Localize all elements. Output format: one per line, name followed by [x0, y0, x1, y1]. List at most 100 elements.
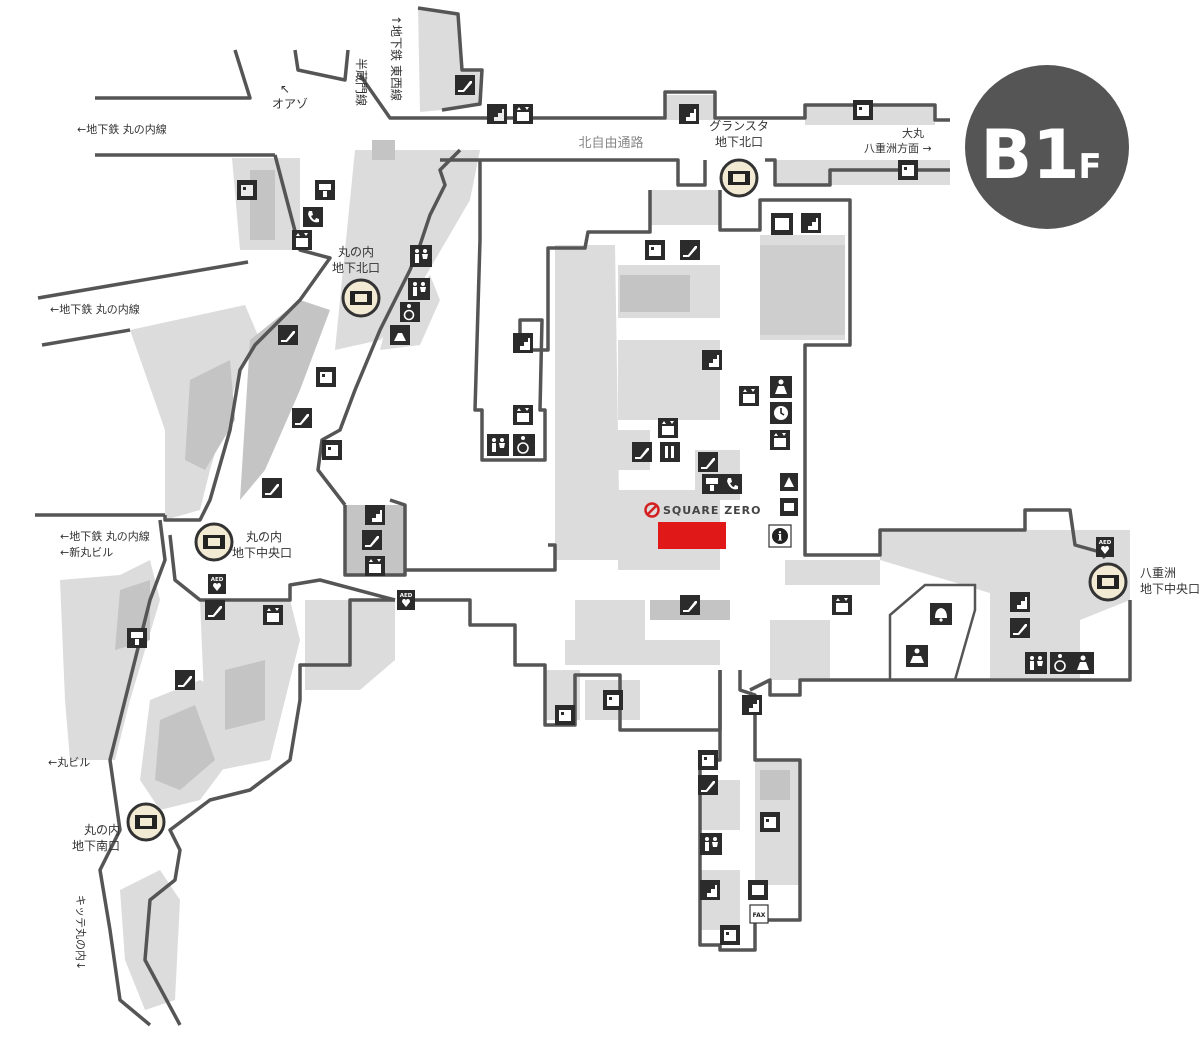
square-zero-highlight[interactable] [658, 522, 726, 549]
wheelchair-icon[interactable] [400, 302, 420, 322]
gate-gransta-kita-line1: グランスタ [709, 119, 769, 133]
stairs-icon[interactable] [365, 505, 385, 525]
marunouchi-line-top: ←地下鉄 丸の内線 [77, 122, 167, 136]
coin-locker-icon[interactable] [898, 160, 918, 180]
chair-lift-icon[interactable] [771, 213, 793, 235]
kitte-label: キッテ丸の内↓ [74, 895, 88, 970]
stairs-icon[interactable] [801, 213, 821, 233]
gate-marunouchi-kita[interactable]: 丸の内 地下北口 [332, 245, 381, 318]
fax-label: FAX [753, 912, 766, 919]
stairs-icon[interactable] [1010, 592, 1030, 612]
ticket-machine-icon[interactable] [127, 628, 147, 648]
coin-locker-icon[interactable] [760, 812, 780, 832]
gate-yaesu-chuo-line2: 地下中央口 [1140, 581, 1200, 596]
escalator-icon[interactable] [362, 530, 382, 550]
stairs-icon[interactable] [700, 880, 720, 900]
gate-gransta-kita-line2: 地下北口 [715, 135, 763, 149]
shin-maru-label: ←新丸ビル [60, 545, 113, 559]
stairs-icon[interactable] [679, 104, 699, 124]
service-counter-icon[interactable] [906, 645, 928, 667]
toilet-icon[interactable] [700, 833, 722, 855]
gate-marunouchi-chuo-line1: 丸の内 [246, 530, 282, 544]
chair-lift-icon[interactable] [748, 880, 768, 900]
toilet-icon[interactable] [487, 434, 509, 456]
toilet-icon[interactable] [408, 278, 430, 300]
escalator-icon[interactable] [698, 775, 718, 795]
escalator-icon[interactable] [262, 478, 282, 498]
atm-icon[interactable] [780, 498, 798, 516]
marunouchi-line-low: ←地下鉄 丸の内線 [60, 529, 150, 543]
elevator-icon[interactable] [292, 230, 312, 250]
coin-locker-icon[interactable] [237, 180, 257, 200]
stairs-icon[interactable] [513, 333, 533, 353]
elevator-icon[interactable] [832, 595, 852, 615]
gate-gransta-kita[interactable]: グランスタ 地下北口 [709, 119, 769, 198]
escalator-icon[interactable] [680, 595, 700, 615]
escalator-icon[interactable] [455, 75, 475, 95]
phone-icon[interactable] [303, 207, 323, 227]
escalator-icon[interactable] [175, 670, 195, 690]
aed-label: AED [400, 593, 413, 599]
aed-icon[interactable]: AED [208, 574, 226, 594]
gate-marunouchi-minami[interactable]: 丸の内 地下南口 [72, 802, 166, 853]
elevator-icon[interactable] [513, 405, 533, 425]
gate-marunouchi-kita-line2: 地下北口 [332, 261, 380, 275]
gate-marunouchi-chuo-line2: 地下中央口 [232, 545, 292, 560]
bell-icon[interactable] [930, 603, 952, 625]
aed-icon[interactable]: AED [1096, 537, 1114, 557]
escalator-icon[interactable] [698, 452, 718, 472]
info-letter: i [778, 530, 783, 544]
oazo-label: オアゾ [272, 97, 308, 111]
fax-icon[interactable]: FAX [749, 904, 769, 924]
wheelchair-icon[interactable] [1050, 652, 1072, 674]
coin-locker-icon[interactable] [322, 440, 342, 460]
nursing-room-icon[interactable] [1072, 652, 1094, 674]
escalator-icon[interactable] [680, 240, 700, 260]
escalator-icon[interactable] [632, 442, 652, 462]
toilet-icon[interactable] [410, 245, 432, 267]
coin-locker-icon[interactable] [853, 100, 873, 120]
coin-locker-icon[interactable] [698, 750, 718, 770]
stairs-icon[interactable] [702, 350, 722, 370]
escalator-icon[interactable] [292, 408, 312, 428]
clock-icon [770, 402, 792, 424]
coin-locker-icon[interactable] [555, 705, 575, 725]
escalator-icon[interactable] [205, 600, 225, 620]
nursing-room-icon[interactable] [770, 376, 792, 398]
gate-yaesu-chuo[interactable]: 八重洲 地下中央口 [1088, 562, 1200, 602]
gate-yaesu-chuo-line1: 八重洲 [1140, 566, 1176, 580]
wheelchair-icon[interactable] [513, 434, 535, 456]
elevator-icon[interactable] [658, 418, 678, 438]
elevator-icon[interactable] [365, 556, 385, 576]
coin-locker-icon[interactable] [645, 240, 665, 260]
floor-number: B1 [980, 116, 1079, 195]
coin-locker-icon[interactable] [316, 367, 336, 387]
aed-icon[interactable]: AED [397, 590, 415, 610]
coin-locker-icon[interactable] [720, 925, 740, 945]
gate-marunouchi-chuo[interactable]: 丸の内 地下中央口 [194, 522, 292, 562]
maru-biru-label: ←丸ビル [48, 756, 90, 769]
square-zero-label: SQUARE ZERO [663, 504, 762, 517]
phone-icon[interactable] [722, 474, 742, 494]
elevator-icon[interactable] [770, 430, 790, 450]
marunouchi-line-mid: ←地下鉄 丸の内線 [50, 302, 140, 316]
escalator-icon[interactable] [278, 325, 298, 345]
wheelchair-icon[interactable] [390, 325, 410, 345]
elevator-icon[interactable] [513, 104, 533, 124]
area-blocks [60, 8, 1130, 1010]
ticket-machine-icon[interactable] [315, 180, 335, 200]
ticket-machine-icon[interactable] [702, 474, 722, 494]
washroom-icon[interactable] [660, 442, 680, 462]
coin-locker-icon[interactable] [603, 690, 623, 710]
direction-labels: ↑地下鉄 東西線 半蔵門線 ↖ オアゾ ←地下鉄 丸の内線 ←地下鉄 丸の内線 … [48, 15, 932, 970]
stairs-icon[interactable] [742, 695, 762, 715]
escalator-icon[interactable] [1010, 618, 1030, 638]
shop-icon[interactable] [780, 473, 798, 491]
elevator-icon[interactable] [263, 605, 283, 625]
toilet-icon[interactable] [1025, 652, 1047, 674]
stairs-icon[interactable] [487, 104, 507, 124]
square-zero-landmark[interactable]: SQUARE ZERO [644, 502, 762, 518]
elevator-icon[interactable] [739, 386, 759, 406]
information-icon[interactable]: i [768, 524, 792, 548]
